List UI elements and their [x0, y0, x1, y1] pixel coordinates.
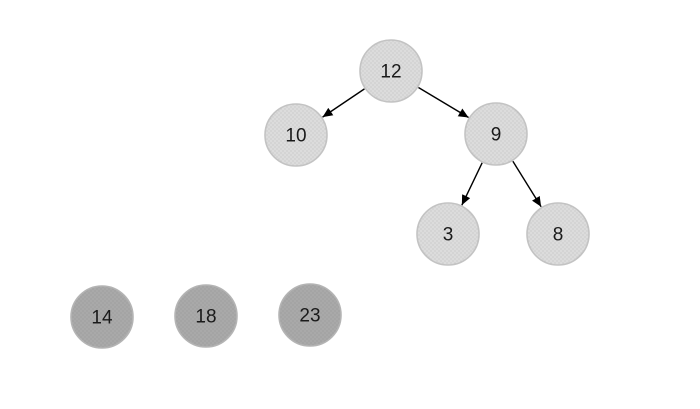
node-label-3: 3: [443, 225, 454, 246]
node-label-12: 12: [380, 62, 401, 83]
tree-node-circle-12: [359, 39, 423, 103]
pool-node-circle-14: [70, 285, 134, 349]
tree-node-8: 8: [526, 202, 590, 266]
node-label-10: 10: [285, 126, 306, 147]
pool-node-circle-18: [174, 284, 238, 348]
edge-12-9: [418, 86, 469, 119]
edges-layer: [322, 86, 542, 208]
pool-node-23: 23: [278, 283, 342, 347]
tree-node-9: 9: [464, 102, 528, 166]
tree-node-12: 12: [359, 39, 423, 103]
node-label-14: 14: [91, 308, 113, 329]
tree-node-circle-10: [264, 103, 328, 167]
tree-node-3: 3: [416, 202, 480, 266]
tree-node-circle-3: [416, 202, 480, 266]
pool-node-18: 18: [174, 284, 238, 348]
tree-node-circle-9: [464, 102, 528, 166]
node-label-8: 8: [553, 225, 564, 246]
node-label-18: 18: [195, 307, 216, 328]
edge-9-3: [461, 162, 483, 206]
tree-node-10: 10: [264, 103, 328, 167]
node-label-23: 23: [299, 306, 320, 327]
pool-node-circle-23: [278, 283, 342, 347]
tree-node-circle-8: [526, 202, 590, 266]
nodes-layer: 12 10 9 3 8 14 18 23: [70, 39, 590, 349]
pool-node-14: 14: [70, 285, 134, 349]
node-label-9: 9: [491, 125, 502, 146]
edge-12-10: [322, 88, 365, 118]
edge-9-8: [512, 160, 542, 208]
